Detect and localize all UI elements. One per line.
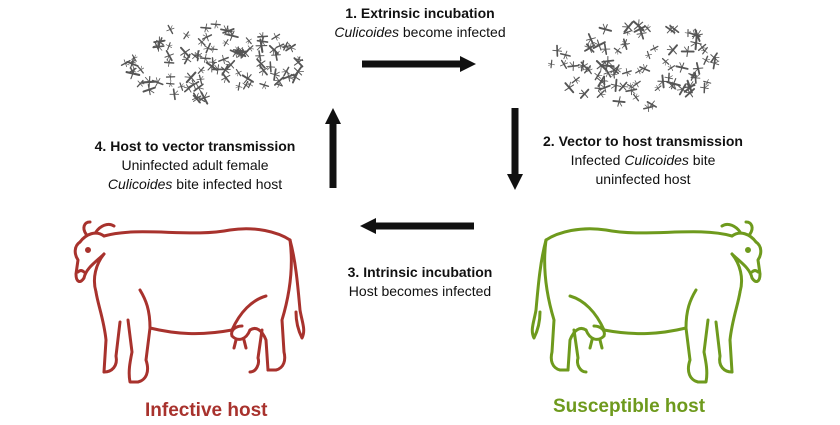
- midge-icon: [233, 68, 243, 78]
- midge-icon: [701, 55, 712, 65]
- midge-icon: [613, 47, 622, 56]
- midge-icon: [267, 44, 280, 57]
- midge-icon: [612, 95, 627, 110]
- step-1-italic: Culicoides: [334, 24, 399, 40]
- arrow-up-icon: [325, 108, 341, 188]
- midge-icon: [142, 82, 158, 98]
- midge-icon: [163, 56, 175, 68]
- midge-icon: [650, 43, 660, 54]
- step-2-label: 2. Vector to host transmission Infected …: [528, 132, 758, 189]
- midge-icon: [164, 71, 176, 82]
- arrow-left-icon: [360, 218, 474, 234]
- midge-icon: [630, 78, 641, 89]
- midge-icon: [136, 79, 146, 88]
- step-4-text-line2: bite infected host: [172, 176, 283, 192]
- midge-icon: [708, 56, 722, 70]
- midge-icon: [218, 53, 231, 67]
- midge-icon: [197, 66, 206, 75]
- step-1-label: 1. Extrinsic incubation Culicoides becom…: [300, 4, 540, 42]
- midge-icon: [269, 67, 283, 81]
- midge-icon: [151, 75, 164, 88]
- arrow-right-icon: [362, 56, 476, 72]
- midge-icon: [643, 50, 653, 61]
- step-1-title: Extrinsic incubation: [360, 5, 495, 21]
- susceptible-cow-icon: [530, 220, 763, 384]
- midge-icon: [293, 65, 305, 78]
- midge-icon: [617, 38, 632, 52]
- midge-icon: [165, 41, 174, 51]
- midge-icon: [635, 66, 645, 76]
- midge-icon: [559, 49, 572, 62]
- step-4-label: 4. Host to vector transmission Uninfecte…: [80, 137, 310, 194]
- midge-icon: [665, 43, 678, 56]
- midge-swarm-left-icon: [120, 19, 305, 105]
- midge-icon: [689, 70, 703, 84]
- midge-icon: [571, 75, 582, 86]
- midge-icon: [233, 82, 243, 92]
- midge-swarm-right-icon: [546, 17, 722, 114]
- step-4-italic: Culicoides: [107, 176, 173, 192]
- infective-host-label: Infective host: [145, 400, 268, 421]
- midge-icon: [596, 89, 607, 100]
- midge-icon: [210, 19, 222, 31]
- midge-icon: [259, 80, 270, 92]
- midge-icon: [256, 65, 270, 78]
- step-2-title: Vector to host transmission: [558, 133, 743, 149]
- step-4-number: 4.: [94, 138, 107, 154]
- step-3-number: 3.: [347, 264, 360, 280]
- step-3-title: Intrinsic incubation: [363, 264, 493, 280]
- midge-icon: [675, 83, 688, 96]
- midge-icon: [621, 67, 634, 79]
- midge-icon: [666, 63, 676, 72]
- midge-icon: [661, 57, 670, 67]
- midge-icon: [597, 21, 613, 36]
- midge-icon: [165, 23, 177, 35]
- midge-icon: [166, 79, 176, 89]
- midge-icon: [183, 70, 197, 84]
- midge-icon: [638, 62, 651, 74]
- midge-icon: [168, 86, 182, 101]
- midge-icon: [653, 83, 662, 93]
- step-2-text-line2: uninfected host: [595, 171, 691, 187]
- midge-icon: [565, 58, 580, 73]
- midge-icon: [244, 37, 253, 46]
- midge-icon: [546, 59, 556, 70]
- midge-icon: [271, 31, 282, 43]
- midge-icon: [176, 81, 187, 91]
- midge-icon: [200, 30, 213, 43]
- midge-icon: [674, 59, 689, 74]
- step-2-text-b: bite: [688, 152, 716, 168]
- infective-cow-icon: [73, 220, 306, 384]
- midge-icon: [577, 87, 590, 100]
- midge-icon: [699, 81, 712, 94]
- midge-icon: [200, 22, 213, 35]
- midge-icon: [181, 82, 194, 94]
- step-3-text: Host becomes infected: [348, 283, 492, 299]
- midge-icon: [684, 28, 694, 38]
- susceptible-host-label: Susceptible host: [553, 396, 706, 417]
- step-2-italic: Culicoides: [624, 152, 689, 168]
- midge-icon: [182, 31, 192, 40]
- midge-icon: [162, 50, 176, 64]
- midge-icon: [263, 61, 277, 74]
- arrow-down-icon: [507, 108, 523, 190]
- midge-icon: [221, 39, 230, 47]
- step-2-number: 2.: [543, 133, 555, 149]
- midge-icon: [124, 64, 141, 81]
- midge-icon: [292, 54, 305, 68]
- step-1-number: 1.: [345, 5, 357, 21]
- midge-icon: [631, 92, 641, 102]
- midge-icon: [255, 29, 269, 43]
- step-4-title: Host to vector transmission: [110, 138, 296, 154]
- step-3-label: 3. Intrinsic incubation Host becomes inf…: [310, 263, 530, 301]
- step-4-text-line1: Uninfected adult female: [121, 157, 269, 173]
- midge-icon: [643, 23, 653, 33]
- midge-icon: [136, 64, 146, 74]
- step-2-text-a: Infected: [570, 152, 625, 168]
- midge-icon: [205, 61, 218, 74]
- midge-icon: [593, 71, 604, 81]
- step-1-text: become infected: [398, 24, 506, 40]
